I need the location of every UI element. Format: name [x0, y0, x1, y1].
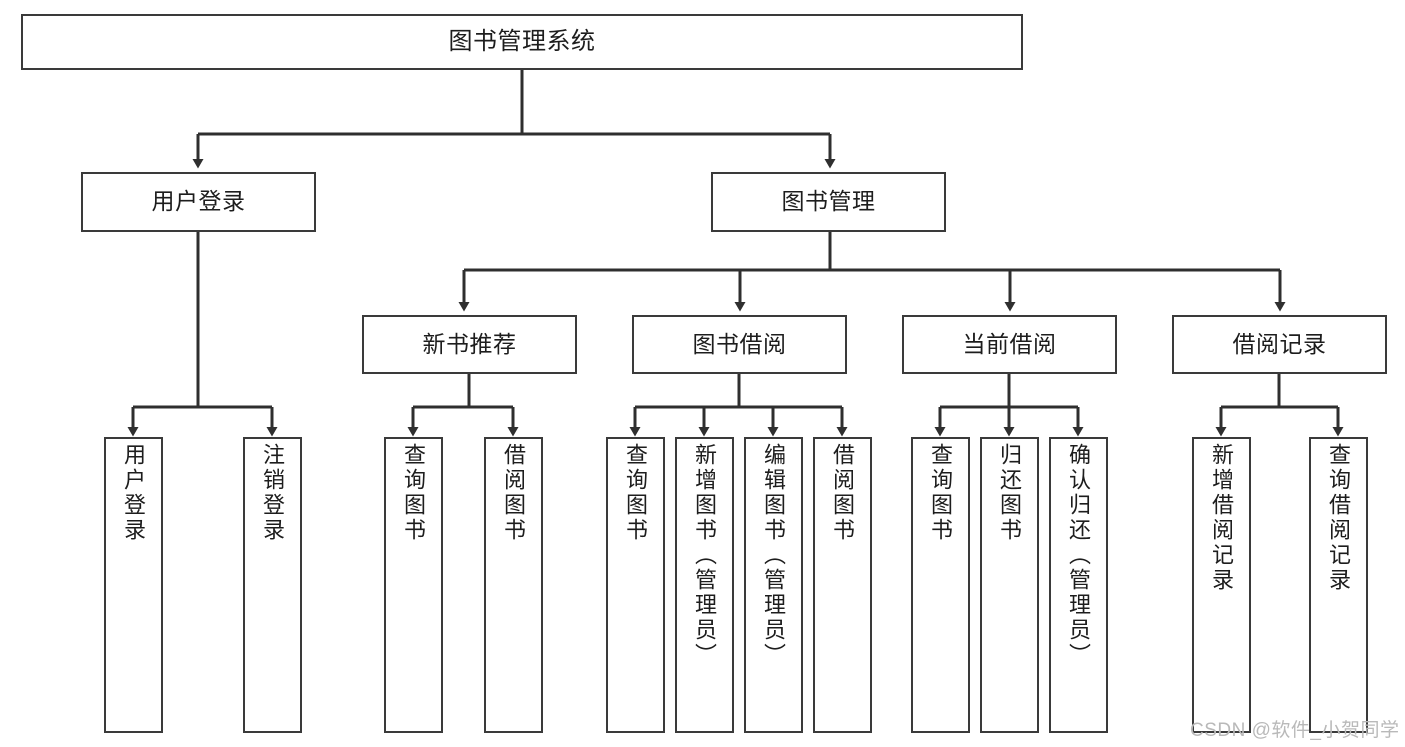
node-leaf-confirm-return-label: 确认归还（管理员） — [1066, 443, 1092, 668]
node-leaf-add-record-label: 新增借阅记录 — [1209, 443, 1235, 593]
node-leaf-user-login-label: 用户登录 — [121, 443, 147, 543]
node-leaf-query-book-3[interactable]: 查询图书 — [911, 437, 970, 733]
node-leaf-add-book[interactable]: 新增图书（管理员） — [675, 437, 734, 733]
node-leaf-add-book-label: 新增图书（管理员） — [692, 443, 718, 668]
node-current-borrow-label: 当前借阅 — [962, 330, 1057, 357]
node-leaf-user-logout-label: 注销登录 — [260, 443, 286, 543]
node-leaf-borrow-book-2-label: 借阅图书 — [830, 443, 856, 543]
node-book-manage-label: 图书管理 — [781, 188, 876, 215]
node-current-borrow[interactable]: 当前借阅 — [902, 315, 1117, 374]
node-book-borrow-label: 图书借阅 — [692, 330, 787, 357]
node-borrow-record[interactable]: 借阅记录 — [1172, 315, 1387, 374]
node-leaf-user-logout[interactable]: 注销登录 — [243, 437, 302, 733]
node-leaf-confirm-return[interactable]: 确认归还（管理员） — [1049, 437, 1108, 733]
node-leaf-return-book-label: 归还图书 — [997, 443, 1023, 543]
node-leaf-user-login[interactable]: 用户登录 — [104, 437, 163, 733]
node-leaf-add-record[interactable]: 新增借阅记录 — [1192, 437, 1251, 733]
node-leaf-query-book-1-label: 查询图书 — [401, 443, 427, 543]
node-leaf-return-book[interactable]: 归还图书 — [980, 437, 1039, 733]
node-user-login-label: 用户登录 — [151, 188, 246, 215]
node-leaf-edit-book-label: 编辑图书（管理员） — [761, 443, 787, 668]
node-new-book-recommend[interactable]: 新书推荐 — [362, 315, 577, 374]
node-book-manage[interactable]: 图书管理 — [711, 172, 946, 232]
node-borrow-record-label: 借阅记录 — [1232, 330, 1327, 357]
node-leaf-borrow-book-1[interactable]: 借阅图书 — [484, 437, 543, 733]
node-leaf-query-book-2[interactable]: 查询图书 — [606, 437, 665, 733]
node-leaf-borrow-book-2[interactable]: 借阅图书 — [813, 437, 872, 733]
node-root-label: 图书管理系统 — [448, 27, 596, 55]
node-leaf-query-record[interactable]: 查询借阅记录 — [1309, 437, 1368, 733]
node-leaf-query-book-1[interactable]: 查询图书 — [384, 437, 443, 733]
node-leaf-query-book-2-label: 查询图书 — [623, 443, 649, 543]
node-leaf-edit-book[interactable]: 编辑图书（管理员） — [744, 437, 803, 733]
node-leaf-query-book-3-label: 查询图书 — [928, 443, 954, 543]
node-leaf-query-record-label: 查询借阅记录 — [1326, 443, 1352, 593]
node-root[interactable]: 图书管理系统 — [21, 14, 1023, 70]
node-user-login[interactable]: 用户登录 — [81, 172, 316, 232]
csdn-watermark: CSDN @软件_小贺同学 — [1190, 720, 1400, 741]
node-book-borrow[interactable]: 图书借阅 — [632, 315, 847, 374]
node-leaf-borrow-book-1-label: 借阅图书 — [501, 443, 527, 543]
node-new-book-recommend-label: 新书推荐 — [422, 330, 517, 357]
